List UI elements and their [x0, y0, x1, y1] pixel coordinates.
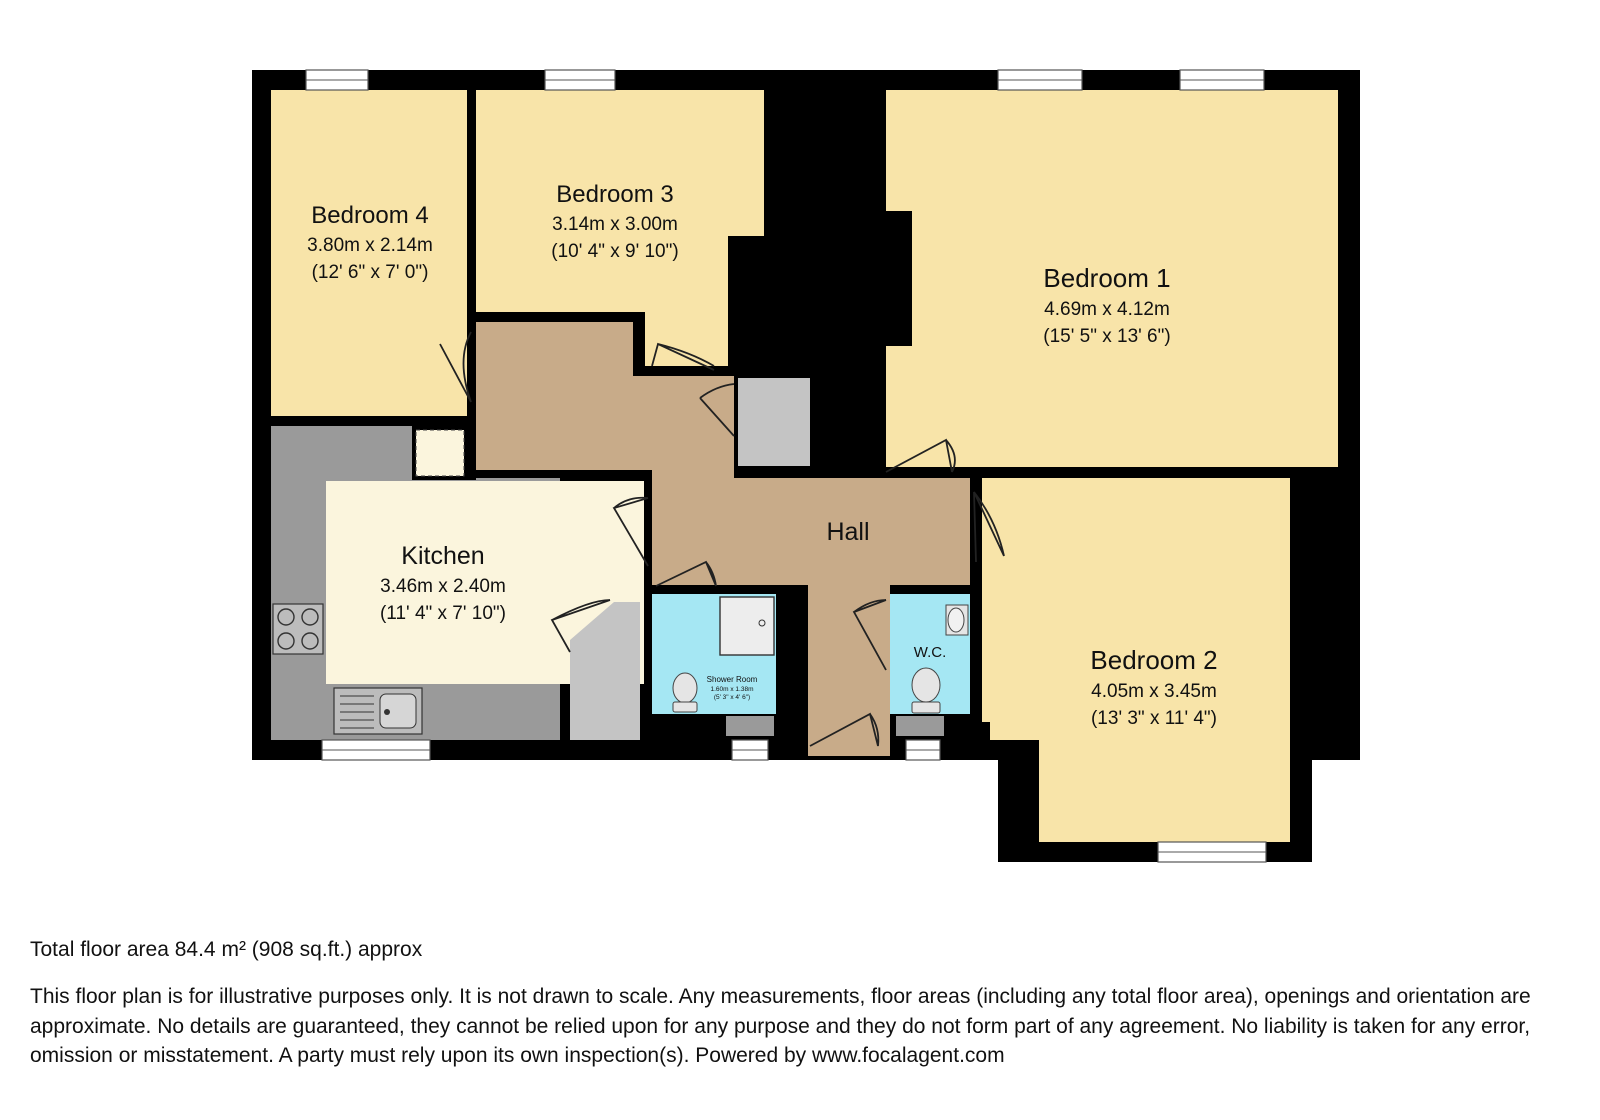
hall-floor	[476, 322, 970, 756]
kitchen-name: Kitchen	[401, 542, 484, 570]
window-glazing-lines	[306, 79, 1266, 853]
shower-room-name: Shower Room	[707, 675, 758, 684]
bedroom2-dim-ft: (13' 3" x 11' 4")	[1091, 708, 1217, 729]
door-kitchen-cupboard	[550, 599, 611, 653]
bedroom1-name: Bedroom 1	[1043, 263, 1170, 293]
door-hall-cupboard	[699, 383, 735, 437]
kitchen-skylight	[415, 429, 465, 477]
bedroom3-dim-m: 3.14m x 3.00m	[552, 214, 678, 235]
kitchen-dim-ft: (11' 4" x 7' 10")	[380, 603, 506, 624]
bedroom4-name: Bedroom 4	[311, 202, 428, 229]
door-entrance	[809, 712, 880, 747]
bedroom2-floor	[982, 478, 1290, 842]
toilet-icon	[672, 672, 698, 713]
bedroom2-dim-m: 4.05m x 3.45m	[1091, 681, 1217, 702]
bedroom3-dim-ft: (10' 4" x 9' 10")	[551, 241, 678, 262]
bedroom2-name: Bedroom 2	[1090, 645, 1217, 675]
door-kitchen	[612, 496, 649, 567]
bedroom4-dim-m: 3.80m x 2.14m	[307, 235, 433, 256]
shower-room-vent	[726, 716, 774, 736]
wc-vent	[896, 716, 944, 736]
door-wc	[852, 599, 887, 671]
shower-tray-icon	[719, 596, 775, 656]
bedroom1-floor	[886, 90, 1338, 467]
bedroom1-dim-ft: (15' 5" x 13' 6")	[1043, 326, 1170, 347]
door-bedroom1	[885, 438, 956, 473]
wc-toilet-icon	[911, 667, 941, 714]
room-floors	[271, 90, 1338, 842]
bedroom3-name: Bedroom 3	[556, 181, 673, 208]
shower-room-dim-m: 1.60m x 1.38m	[711, 686, 754, 693]
room-labels: Bedroom 4 3.80m x 2.14m (12' 6" x 7' 0")…	[307, 181, 1217, 729]
hob-icon	[272, 603, 324, 655]
door-shower-room	[655, 560, 717, 587]
shower-room-dim-ft: (5' 3" x 4' 6")	[714, 694, 750, 701]
disclaimer-text: This floor plan is for illustrative purp…	[30, 985, 1531, 1067]
wc-basin-icon	[945, 604, 969, 636]
floor-plan: Bedroom 4 3.80m x 2.14m (12' 6" x 7' 0")…	[252, 69, 1360, 863]
doors	[439, 331, 1005, 747]
fixtures	[272, 429, 969, 735]
bedroom1-dim-m: 4.69m x 4.12m	[1044, 299, 1170, 320]
sink-icon	[333, 687, 423, 735]
door-bedroom2	[973, 491, 1005, 563]
door-bedroom4	[439, 331, 472, 403]
door-bedroom3	[651, 342, 715, 371]
kitchen-cupboard	[570, 602, 640, 740]
total-floor-area: Total floor area 84.4 m² (908 sq.ft.) ap…	[30, 938, 423, 961]
hall-cupboard	[738, 378, 810, 466]
bedroom3-floor	[476, 90, 764, 366]
bedroom4-floor	[271, 90, 467, 416]
kitchen-dim-m: 3.46m x 2.40m	[380, 576, 506, 597]
bedroom4-dim-ft: (12' 6" x 7' 0")	[312, 262, 429, 283]
hall-name: Hall	[826, 518, 869, 546]
wc-name: W.C.	[914, 644, 947, 661]
